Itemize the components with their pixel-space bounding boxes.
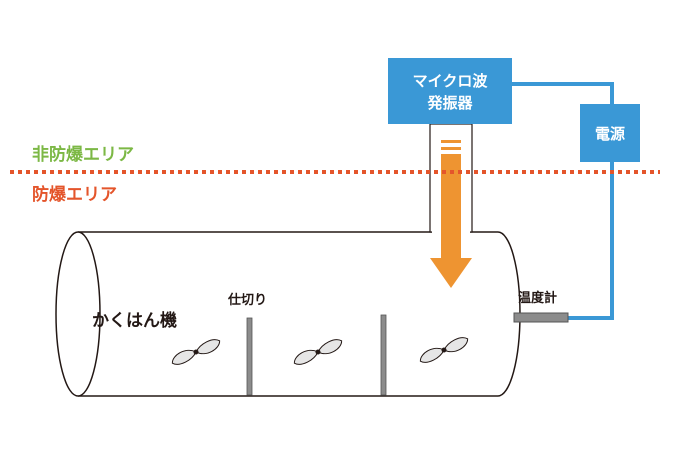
agitator-blade-2 <box>293 339 343 365</box>
microwave-generator-box <box>388 58 512 124</box>
power-supply-label: 電源 <box>595 125 625 143</box>
agitator-label: かくはん機 <box>92 310 177 331</box>
agitator-blade-1 <box>171 339 221 365</box>
partition-wall-2 <box>380 314 387 396</box>
partition-wall-1 <box>246 317 253 396</box>
power-supply-box <box>580 104 640 162</box>
microwave-generator-label-2: 発振器 <box>426 94 473 112</box>
vessel-end-cap <box>55 231 101 397</box>
thermometer-probe <box>513 312 569 323</box>
microwave-arrow <box>430 140 472 288</box>
non-explosion-proof-zone-label: 非防爆エリア <box>32 144 134 165</box>
thermometer-label: 温度計 <box>518 290 557 306</box>
partition-label: 仕切り <box>227 292 267 308</box>
explosion-proof-zone-label: 防爆エリア <box>32 184 117 205</box>
microwave-generator-label-1: マイクロ波 <box>413 72 489 90</box>
agitator-blade-3 <box>419 337 469 363</box>
